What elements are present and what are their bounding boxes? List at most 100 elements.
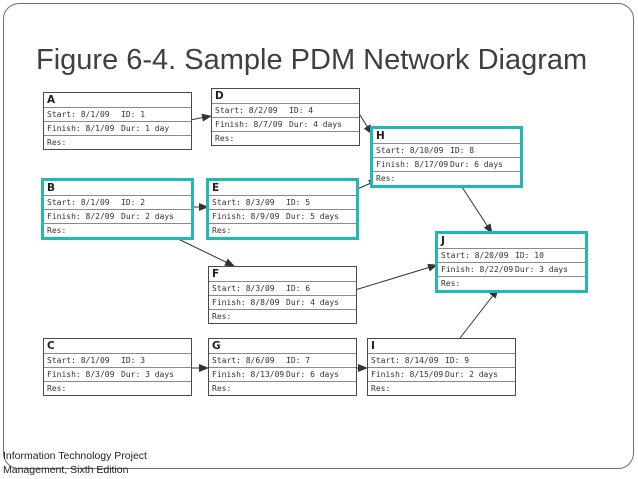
arrow-f-to-j <box>354 263 438 291</box>
node-duration: Dur: 2 days <box>121 212 174 221</box>
node-finish: Finish: 8/8/09 <box>212 298 280 307</box>
node-finish: Finish: 8/15/09 <box>371 370 444 379</box>
arrow-d-to-h <box>357 111 373 135</box>
node-resources: Res: <box>212 384 232 393</box>
node-start: Start: 8/1/09 <box>47 110 110 119</box>
node-start: Start: 8/20/09 <box>441 251 509 260</box>
node-name: D <box>215 90 224 102</box>
node-finish: Finish: 8/9/09 <box>212 212 280 221</box>
node-finish: Finish: 8/2/09 <box>47 212 115 221</box>
node-name: C <box>47 340 55 352</box>
node-resources: Res: <box>47 384 67 393</box>
node-start-row: Start: 8/3/09 ID: 5 <box>209 195 356 209</box>
node-duration: Dur: 4 days <box>286 298 339 307</box>
node-start: Start: 8/14/09 <box>371 356 439 365</box>
node-start: Start: 8/3/09 <box>212 284 275 293</box>
node-start: Start: 8/10/09 <box>376 146 444 155</box>
node-duration: Dur: 2 days <box>445 370 498 379</box>
node-resources: Res: <box>441 279 461 288</box>
node-res-row: Res: <box>44 135 191 149</box>
node-start-row: Start: 8/6/09 ID: 7 <box>209 353 356 367</box>
node-resources: Res: <box>47 138 67 147</box>
arrow-a-to-d <box>189 113 212 122</box>
node-res-row: Res: <box>209 309 356 323</box>
node-id: ID: 4 <box>289 106 314 115</box>
node-resources: Res: <box>376 174 396 183</box>
node-start-row: Start: 8/1/09 ID: 3 <box>44 353 191 367</box>
node-name: F <box>212 268 220 280</box>
node-id: ID: 3 <box>121 356 146 365</box>
node-duration: Dur: 4 days <box>289 120 342 129</box>
node-duration: Dur: 5 days <box>286 212 339 221</box>
slide-footer: Information Technology Project Managemen… <box>3 449 147 477</box>
node-res-row: Res: <box>44 223 191 237</box>
arrow-i-to-j <box>459 288 499 339</box>
node-name: A <box>47 94 56 106</box>
node-id: ID: 7 <box>286 356 311 365</box>
node-finish: Finish: 8/7/09 <box>215 120 283 129</box>
activity-node-c: C Start: 8/1/09 ID: 3 Finish: 8/3/09 Dur: 3 … <box>43 338 192 396</box>
node-finish: Finish: 8/1/09 <box>47 124 115 133</box>
node-finish-row: Finish: 8/2/09 Dur: 2 days <box>44 209 191 223</box>
node-finish-row: Finish: 8/3/09 Dur: 3 days <box>44 367 191 381</box>
slide-title: Figure 6-4. Sample PDM Network Diagram <box>36 44 588 76</box>
node-id: ID: 5 <box>286 198 311 207</box>
arrow-b-to-f <box>171 235 235 267</box>
node-resources: Res: <box>371 384 391 393</box>
node-res-row: Res: <box>373 171 520 185</box>
activity-node-e: E Start: 8/3/09 ID: 5 Finish: 8/9/09 Dur: 5 … <box>206 178 359 240</box>
node-id: ID: 9 <box>445 356 470 365</box>
footer-line-2: Management, Sixth Edition <box>3 464 129 476</box>
node-name: G <box>212 340 221 352</box>
node-duration: Dur: 6 days <box>450 160 503 169</box>
node-start-row: Start: 8/10/09 ID: 8 <box>373 143 520 157</box>
node-resources: Res: <box>215 134 235 143</box>
arrow-h-to-j <box>459 183 493 234</box>
node-start: Start: 8/6/09 <box>212 356 275 365</box>
node-res-row: Res: <box>438 276 585 290</box>
node-res-row: Res: <box>209 381 356 395</box>
node-res-row: Res: <box>44 381 191 395</box>
node-start-row: Start: 8/1/09 ID: 2 <box>44 195 191 209</box>
node-res-row: Res: <box>212 131 359 145</box>
node-finish: Finish: 8/13/09 <box>212 370 285 379</box>
node-resources: Res: <box>47 226 67 235</box>
node-name: E <box>212 182 220 194</box>
node-id: ID: 2 <box>121 198 146 207</box>
node-id: ID: 6 <box>286 284 311 293</box>
node-duration: Dur: 3 days <box>121 370 174 379</box>
node-finish-row: Finish: 8/7/09 Dur: 4 days <box>212 117 359 131</box>
node-start: Start: 8/1/09 <box>47 198 110 207</box>
node-duration: Dur: 3 days <box>515 265 568 274</box>
node-start: Start: 8/1/09 <box>47 356 110 365</box>
activity-node-a: A Start: 8/1/09 ID: 1 Finish: 8/1/09 Dur: 1 … <box>43 92 192 150</box>
node-finish-row: Finish: 8/1/09 Dur: 1 day <box>44 121 191 135</box>
node-id: ID: 1 <box>121 110 146 119</box>
node-id: ID: 8 <box>450 146 475 155</box>
node-start: Start: 8/3/09 <box>212 198 275 207</box>
node-start-row: Start: 8/14/09 ID: 9 <box>368 353 515 367</box>
node-start-row: Start: 8/20/09 ID: 10 <box>438 248 585 262</box>
footer-line-1: Information Technology Project <box>3 450 147 462</box>
node-finish: Finish: 8/3/09 <box>47 370 115 379</box>
node-finish-row: Finish: 8/8/09 Dur: 4 days <box>209 295 356 309</box>
node-res-row: Res: <box>368 381 515 395</box>
node-id: ID: 10 <box>515 251 544 260</box>
activity-node-f: F Start: 8/3/09 ID: 6 Finish: 8/8/09 Dur: 4 … <box>208 266 357 324</box>
node-duration: Dur: 1 day <box>121 124 170 133</box>
node-name: H <box>376 130 385 142</box>
node-resources: Res: <box>212 312 232 321</box>
node-name: I <box>371 340 375 352</box>
node-finish-row: Finish: 8/9/09 Dur: 5 days <box>209 209 356 223</box>
node-duration: Dur: 6 days <box>286 370 339 379</box>
